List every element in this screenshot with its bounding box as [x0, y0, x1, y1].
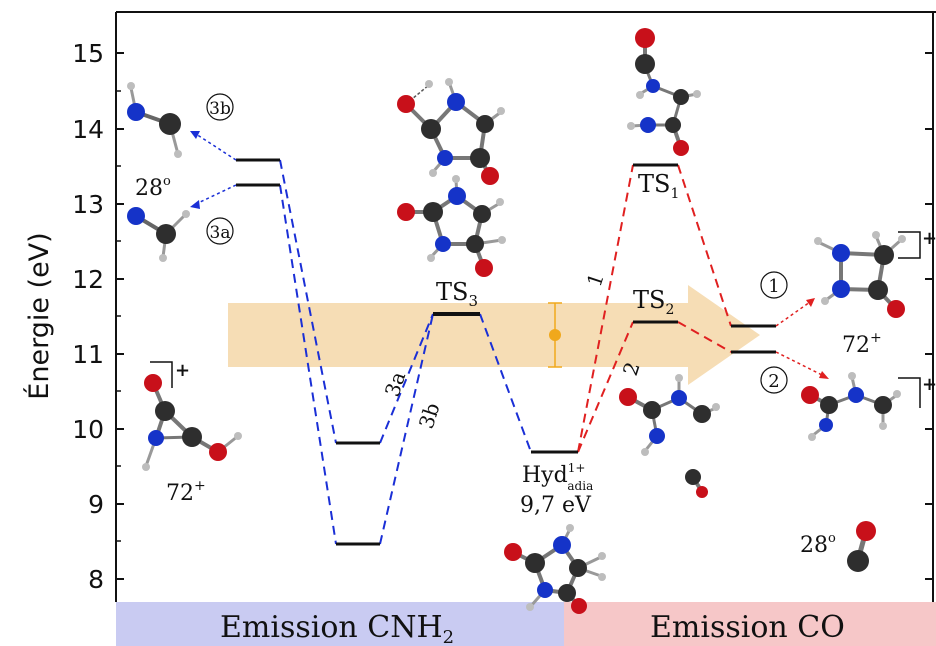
arrowhead-1 — [806, 298, 815, 307]
error-bar-marker — [549, 329, 561, 341]
molecule-product-2 — [801, 372, 901, 441]
fragment-28-bottom: 28o — [800, 531, 836, 558]
molecule-ts2 — [619, 374, 720, 498]
hyd-label: Hyd1+adia — [522, 461, 593, 493]
co-pathway-connectors — [577, 164, 732, 453]
co-emission-label: Emission CO — [650, 610, 845, 645]
y-tick-label: 13 — [72, 190, 104, 219]
y-tick-label: 9 — [88, 490, 104, 519]
molecule-ts3-lower — [397, 175, 506, 277]
charge-plus-right-top: + — [922, 228, 936, 249]
svg-text:3a: 3a — [210, 223, 231, 243]
circled-3a: 3a — [206, 217, 234, 245]
fragment-72-right: 72+ — [842, 330, 882, 358]
molecule-ts3-upper — [397, 78, 505, 185]
path-label-1: 1 — [582, 270, 609, 290]
charge-bracket-right-top — [898, 231, 921, 259]
co-emission-region — [564, 602, 936, 646]
y-tick-label: 11 — [72, 340, 104, 369]
charge-plus-left: + — [175, 360, 190, 381]
cnh2-pathway-connectors — [279, 159, 532, 545]
fragment-72-left: 72+ — [166, 478, 206, 506]
y-axis-ticks — [116, 52, 933, 580]
charge-plus-right-bottom: + — [922, 374, 936, 395]
molecule-72-left — [142, 374, 242, 471]
path-label-3a: 3a — [380, 369, 410, 400]
cnh2-emission-region — [116, 602, 564, 646]
arrowhead-2 — [819, 371, 829, 379]
molecule-product-1 — [814, 231, 906, 318]
circled-1: 1 — [760, 271, 788, 299]
path-label-3b: 3b — [414, 400, 445, 432]
ts2-label: TS2 — [633, 286, 674, 318]
circled-2: 2 — [760, 366, 788, 394]
molecule-3a — [127, 207, 190, 262]
y-tick-label: 8 — [88, 565, 104, 594]
charge-bracket-right-bottom — [898, 377, 921, 408]
y-tick-label: 14 — [72, 115, 104, 144]
y-tick-label: 10 — [72, 415, 104, 444]
ts3-label: TS3 — [436, 278, 478, 310]
svg-text:2: 2 — [768, 371, 779, 392]
y-axis-title: Énergie (eV) — [23, 232, 55, 399]
svg-text:3b: 3b — [209, 99, 231, 119]
reaction-arrow-band — [228, 285, 760, 385]
energy-levels — [236, 158, 776, 546]
fragment-28-top: 28o — [135, 174, 171, 201]
y-tick-label: 15 — [72, 39, 104, 68]
molecule-3b — [127, 82, 182, 158]
circled-3b: 3b — [206, 93, 234, 121]
molecule-hyd — [504, 524, 606, 614]
arrowhead-3b — [190, 131, 200, 139]
ts1-label: TS1 — [638, 170, 679, 202]
arrowhead-3a — [190, 200, 200, 209]
cnh2-emission-label: Emission CNH2 — [220, 610, 454, 646]
charge-bracket-left — [150, 361, 173, 388]
molecule-ts1 — [627, 28, 701, 156]
hyd-energy-label: 9,7 eV — [520, 493, 592, 518]
molecule-co — [847, 521, 876, 572]
svg-text:1: 1 — [768, 276, 779, 297]
y-tick-label: 12 — [72, 265, 104, 294]
product-arrows — [195, 133, 825, 377]
